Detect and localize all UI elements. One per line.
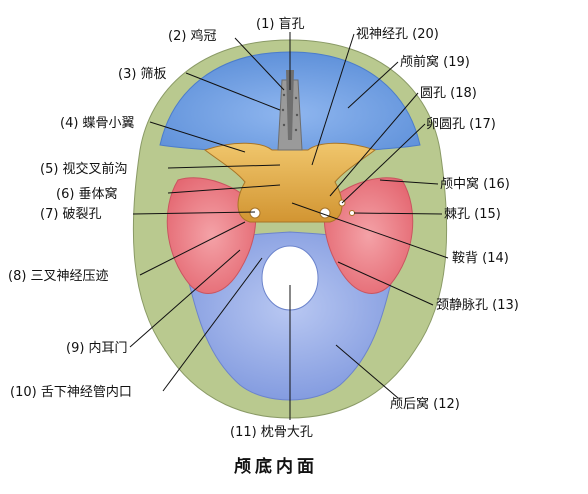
cribriform-holes [281,93,299,132]
label-18: 圆孔 (18) [420,86,477,101]
label-17: 卵圆孔 (17) [426,117,496,132]
label-5: (5) 视交叉前沟 [40,161,128,177]
foramen-spinosum [349,210,355,216]
label-8: (8) 三叉神经压迹 [8,269,109,284]
diagram-caption: 颅底内面 [234,456,318,477]
label-13: 颈静脉孔 (13) [436,298,519,313]
label-3: (3) 筛板 [118,67,167,82]
label-1: (1) 盲孔 [256,16,305,32]
label-7: (7) 破裂孔 [40,207,102,222]
label-15: 棘孔 (15) [444,207,501,222]
label-14: 鞍背 (14) [452,250,509,266]
label-9: (9) 内耳门 [66,340,128,356]
label-2: (2) 鸡冠 [168,28,217,44]
label-4: (4) 蝶骨小翼 [60,116,135,131]
label-10: (10) 舌下神经管内口 [10,384,132,400]
sphenoid-bone [203,142,377,223]
label-16: 颅中窝 (16) [440,176,510,192]
labels: (1) 盲孔 (2) 鸡冠 (3) 筛板 (4) 蝶骨小翼 (5) 视交叉前沟 … [8,16,519,440]
middle-fossa-right [323,177,414,294]
crista-galli [286,70,294,140]
label-20: 视神经孔 (20) [356,27,439,42]
label-19: 颅前窝 (19) [400,54,470,70]
leader-lines [129,32,449,420]
middle-fossa-left [166,177,257,294]
foramen-lacerum-left [249,207,261,219]
label-12: 颅后窝 (12) [390,396,460,412]
label-6: (6) 垂体窝 [56,186,118,202]
label-11: (11) 枕骨大孔 [230,425,313,440]
